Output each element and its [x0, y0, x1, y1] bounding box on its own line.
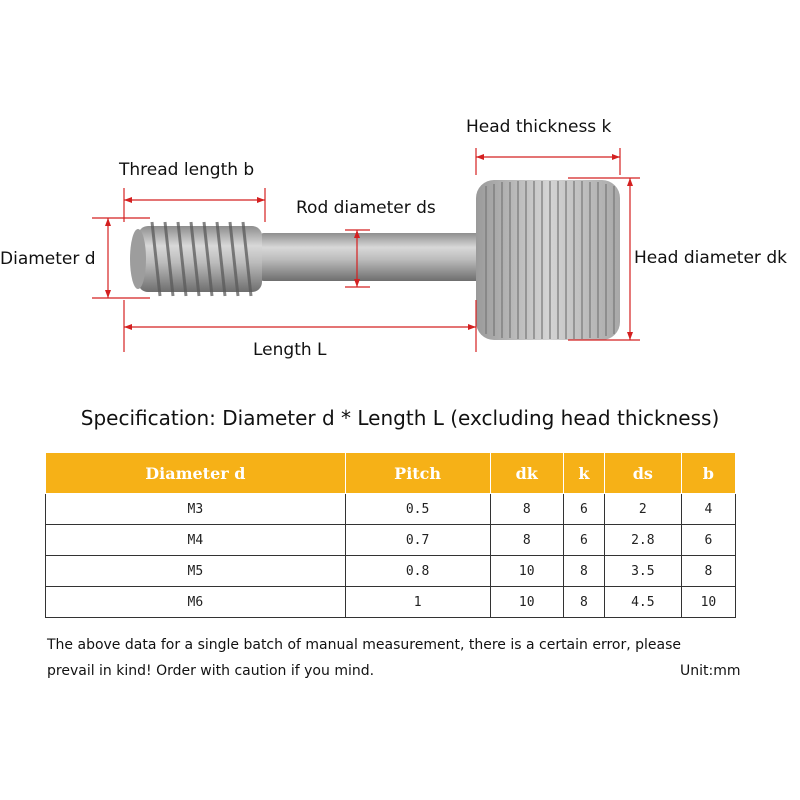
header-diameter: Diameter d [45, 452, 346, 494]
table-cell: 10 [489, 586, 564, 618]
table-row: M3 0.5 8 6 2 4 [45, 493, 737, 525]
dimension-arrows [105, 154, 633, 340]
table-cell: 10 [489, 555, 564, 587]
note-line-1: The above data for a single batch of man… [47, 637, 682, 653]
screw-diagram: Head thickness k Thread length b Rod dia… [0, 0, 800, 370]
table-cell: 8 [562, 586, 605, 618]
spec-title: Specification: Diameter d * Length L (ex… [80, 406, 720, 430]
table-cell: 2.8 [603, 524, 682, 556]
table-cell: 3.5 [603, 555, 682, 587]
table-cell: 4 [680, 493, 737, 525]
table-cell: 6 [680, 524, 737, 556]
table-cell: 8 [680, 555, 737, 587]
diameter-label: Diameter d [0, 249, 96, 269]
table-cell: 0.8 [344, 555, 491, 587]
table-cell: 1 [344, 586, 491, 618]
head-diameter-label: Head diameter dk [634, 248, 787, 268]
table-cell: 8 [562, 555, 605, 587]
table-cell: 0.7 [344, 524, 491, 556]
header-pitch: Pitch [344, 452, 491, 494]
unit-label: Unit:mm [680, 663, 741, 679]
dimension-lines [92, 148, 640, 352]
table-cell: 8 [489, 524, 564, 556]
table-row: M4 0.7 8 6 2.8 6 [45, 524, 737, 556]
screw-thread [130, 221, 262, 297]
screw-head [476, 180, 620, 340]
table-cell: M6 [45, 586, 346, 618]
table-row: M6 1 10 8 4.5 10 [45, 586, 737, 618]
table-header-row: Diameter d Pitch dk k ds b [45, 452, 737, 494]
screw-rod [258, 233, 490, 281]
table-cell: 2 [603, 493, 682, 525]
head-thickness-label: Head thickness k [466, 117, 612, 137]
table-cell: 8 [489, 493, 564, 525]
table-cell: 4.5 [603, 586, 682, 618]
thread-length-label: Thread length b [119, 160, 255, 180]
spec-table: Diameter d Pitch dk k ds b M3 0.5 8 6 2 … [45, 452, 737, 618]
header-dk: dk [489, 452, 564, 494]
table-cell: 6 [562, 524, 605, 556]
table-cell: 0.5 [344, 493, 491, 525]
rod-diameter-label: Rod diameter ds [296, 198, 436, 218]
table-cell: M4 [45, 524, 346, 556]
table-cell: M3 [45, 493, 346, 525]
header-b: b [680, 452, 737, 494]
header-k: k [562, 452, 605, 494]
table-cell: 10 [680, 586, 737, 618]
measurement-note: The above data for a single batch of man… [47, 632, 747, 684]
table-row: M5 0.8 10 8 3.5 8 [45, 555, 737, 587]
note-line-2: prevail in kind! Order with caution if y… [47, 663, 375, 679]
table-cell: 6 [562, 493, 605, 525]
header-ds: ds [603, 452, 682, 494]
screw-illustration [92, 148, 640, 352]
table-cell: M5 [45, 555, 346, 587]
length-label: Length L [253, 340, 327, 360]
